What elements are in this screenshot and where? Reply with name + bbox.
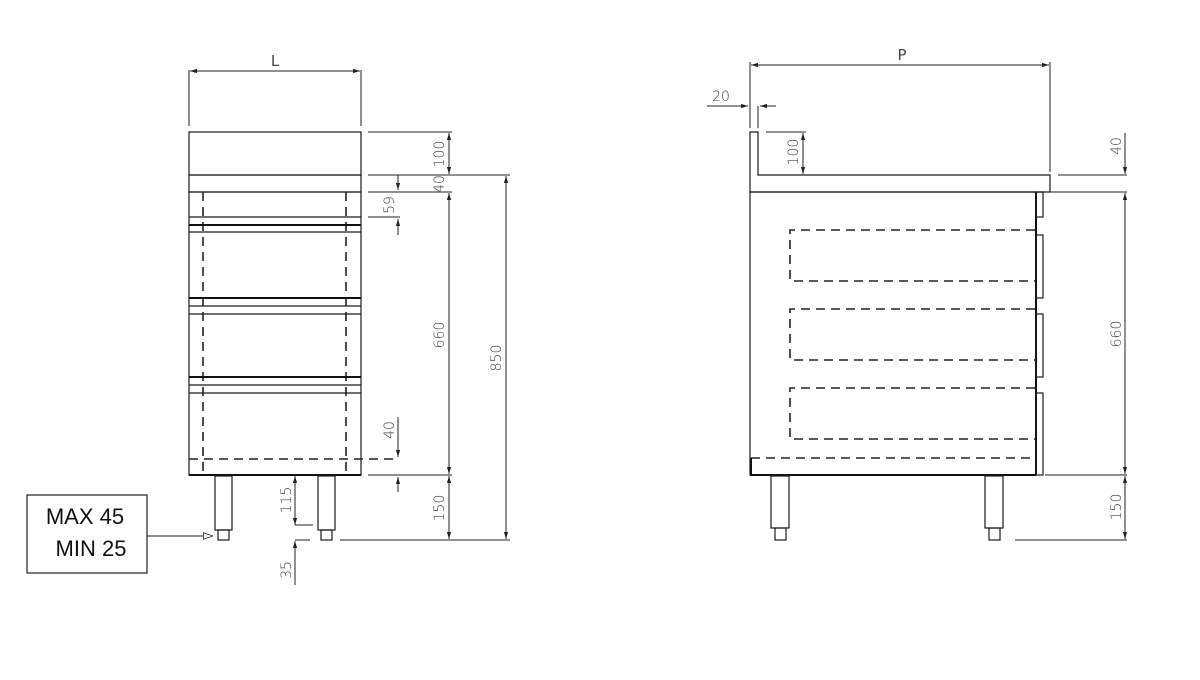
dim-660-side: 660 — [1109, 321, 1125, 348]
dim-150: 150 — [432, 495, 448, 522]
side-view: P 20 100 — [707, 46, 1128, 541]
front-view: L — [26, 52, 510, 585]
dim-150-side: 150 — [1109, 494, 1125, 521]
dim-40-top: 40 — [432, 175, 448, 193]
dim-35: 35 — [279, 561, 295, 579]
depth-label: P — [897, 46, 906, 64]
leg-right — [317, 475, 336, 541]
dim-40-bottom: 40 — [382, 421, 398, 439]
dim-660: 660 — [432, 322, 448, 349]
leg-side-left — [770, 475, 790, 541]
leg-left — [214, 475, 233, 541]
adjustment-note-box: MAX 45 MIN 25 — [26, 494, 213, 574]
leg-side-right — [984, 475, 1004, 541]
dim-100-side: 100 — [786, 139, 802, 166]
dim-115: 115 — [279, 487, 295, 514]
note-min: MIN 25 — [56, 536, 127, 561]
width-label: L — [271, 52, 280, 70]
dim-850: 850 — [489, 345, 505, 372]
note-max: MAX 45 — [46, 504, 124, 529]
dim-40-side: 40 — [1109, 137, 1125, 155]
dim-59: 59 — [382, 196, 398, 214]
dim-20: 20 — [712, 89, 730, 105]
dim-100: 100 — [432, 141, 448, 168]
